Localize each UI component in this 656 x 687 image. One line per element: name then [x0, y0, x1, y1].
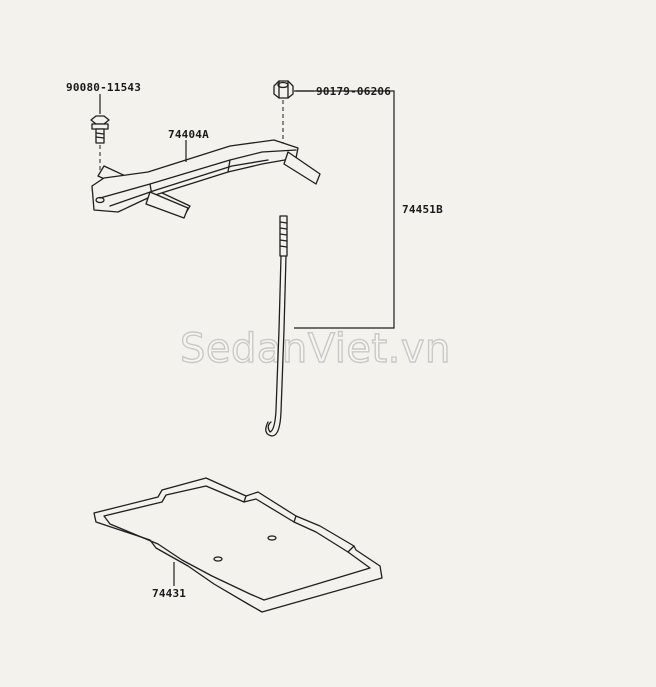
bolt-part-number: 90080-11543: [66, 81, 141, 94]
rod-assembly-part-number: 74451B: [402, 203, 443, 216]
clamp-part-number: 74404A: [168, 128, 209, 141]
tray-part-number: 74431: [152, 587, 186, 600]
rod-assembly-bracket: [294, 90, 395, 329]
hook-rod-part: [265, 215, 288, 437]
bolt-part: [90, 115, 110, 178]
nut-part: [273, 80, 294, 150]
clamp-part: [91, 139, 321, 219]
watermark-text: SedanViet.vn: [180, 326, 451, 372]
battery-tray-part: [93, 477, 383, 613]
